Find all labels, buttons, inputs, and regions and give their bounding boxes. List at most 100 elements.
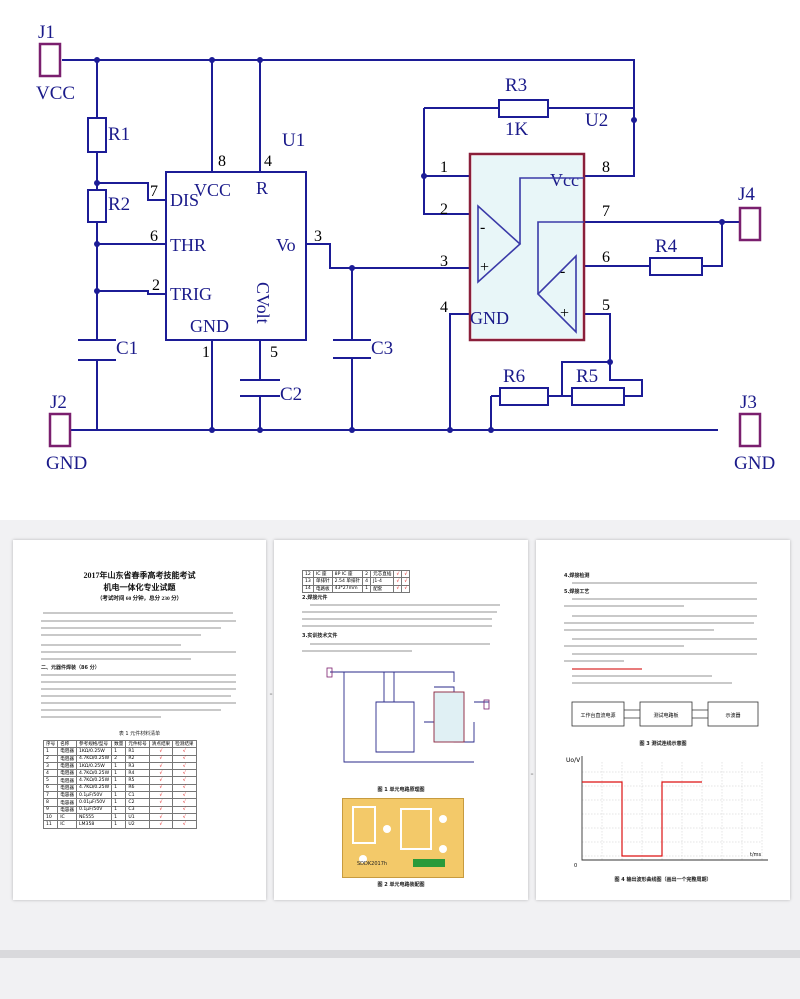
table-cell: √	[401, 584, 411, 593]
capacitor-c2: C2	[240, 379, 302, 405]
connector-j2: J2 GND	[46, 392, 87, 474]
fig1-caption: 图 1 单元电路原理图	[377, 787, 425, 793]
table-cell: 13	[302, 577, 314, 586]
fig3-caption: 图 3 测试连线示意图	[639, 741, 687, 747]
svg-text:4: 4	[440, 299, 448, 316]
table-cell: 0.1μF/50V	[75, 791, 113, 800]
svg-text:C1: C1	[116, 338, 138, 359]
svg-text:6: 6	[150, 228, 158, 245]
table-cell: 1KΩ/0.25W	[75, 747, 113, 756]
bottom-divider	[0, 950, 800, 958]
table-cell: 电容器	[57, 791, 77, 800]
table-cell: 电阻器	[57, 754, 77, 763]
table-cell: √	[148, 820, 174, 829]
table-cell: 8	[42, 798, 59, 807]
table-cell: √	[172, 747, 197, 756]
table-cell: C2	[125, 798, 150, 807]
table-cell: 43*27mm	[331, 584, 364, 593]
junction-dot	[631, 117, 637, 123]
svg-text:3: 3	[440, 253, 448, 270]
junction-dot	[94, 241, 100, 247]
table-cell: 1	[111, 761, 127, 771]
svg-text:-: -	[560, 263, 565, 280]
svg-text:R5: R5	[576, 366, 598, 387]
table-cell: 4.7KΩ/0.25W	[75, 754, 113, 763]
junction-dot	[607, 359, 613, 365]
table-cell: 1	[111, 805, 127, 814]
svg-text:8: 8	[218, 153, 226, 170]
table-cell: 10	[42, 812, 59, 822]
junction-dot	[94, 180, 100, 186]
table-cell: √	[172, 791, 197, 800]
resistor-r5: R5	[571, 366, 625, 406]
junction-dot	[209, 57, 215, 63]
table-cell: √	[148, 761, 174, 771]
svg-text:R4: R4	[655, 236, 678, 257]
svg-text:2: 2	[152, 277, 160, 294]
svg-text:VCC: VCC	[36, 83, 75, 104]
pcb-layout-image: SDDK2017h	[342, 798, 464, 878]
table-cell: √	[401, 569, 411, 579]
svg-text:工作台直流电源: 工作台直流电源	[580, 712, 615, 719]
svg-text:-: -	[480, 219, 485, 236]
table-cell: √	[148, 769, 174, 778]
table-cell: √	[172, 754, 197, 763]
table-cell: 配套	[370, 584, 395, 593]
svg-text:7: 7	[602, 203, 610, 220]
svg-text:J2: J2	[50, 392, 67, 413]
table-header-row: 序号 名称 参考规格/型号 数量 元件标号 清点结果 检测结果	[42, 739, 197, 749]
table-cell: 7	[42, 791, 59, 800]
doc-page-3: 4.焊接检测 5.焊接工艺 工作台直流电源 测试电路板 示波器 图 3 测试连线…	[536, 540, 790, 900]
svg-text:J3: J3	[740, 392, 757, 413]
svg-text:J4: J4	[738, 184, 755, 205]
svg-text:t/ms: t/ms	[750, 852, 762, 858]
table-cell: 14	[302, 584, 314, 593]
svg-text:CVolt: CVolt	[253, 282, 273, 324]
svg-text:5: 5	[270, 344, 278, 361]
table-cell: C3	[125, 805, 150, 814]
junction-dot	[421, 173, 427, 179]
table-cell: 12	[302, 569, 314, 579]
resistor-r6: R6	[499, 366, 549, 406]
connector-j3: J3 GND	[734, 392, 775, 474]
table-cell: √	[148, 747, 174, 756]
table-cell: 电路板	[312, 584, 333, 593]
junction-dot	[257, 57, 263, 63]
table-cell: √	[148, 754, 174, 763]
table-cell: 1	[362, 584, 372, 593]
table-cell: 2.54 单排针	[331, 577, 364, 586]
svg-text:R6: R6	[503, 366, 525, 387]
resistor-r3: R3 1K	[498, 75, 549, 140]
table-cell: 9	[42, 805, 59, 814]
svg-text:Vo: Vo	[276, 235, 296, 255]
table-cell: C1	[125, 791, 150, 800]
table-cell: 电阻器	[57, 761, 77, 771]
svg-text:R3: R3	[505, 75, 527, 96]
svg-text:C3: C3	[371, 338, 393, 359]
svg-text:Uo/V: Uo/V	[566, 757, 581, 764]
table-cell: LM358	[75, 820, 113, 829]
table-cell: √	[393, 584, 403, 593]
table-cell: √	[172, 769, 197, 778]
page-scroll-icon: ⁃	[269, 690, 273, 699]
svg-text:J1: J1	[38, 22, 55, 43]
page-scroll-icon: ⁃	[530, 770, 534, 779]
svg-text:THR: THR	[170, 235, 206, 255]
table-cell: 1	[111, 783, 127, 793]
table-cell: 4.7KΩ/0.25W	[75, 783, 113, 793]
table-cell: 4	[42, 769, 59, 778]
fig2-caption: 图 2 单元电路装配图	[377, 882, 425, 888]
table-cell: 2	[111, 754, 127, 763]
svg-text:C2: C2	[280, 384, 302, 405]
svg-text:R2: R2	[108, 194, 130, 215]
table-cell: 1KΩ/0.25W	[75, 761, 113, 771]
doc-subject: 机电一体化专业试题	[103, 583, 176, 592]
table-cell: 0.1μF/50V	[75, 805, 113, 814]
table-cell: 4.7KΩ/0.25W	[75, 776, 113, 785]
